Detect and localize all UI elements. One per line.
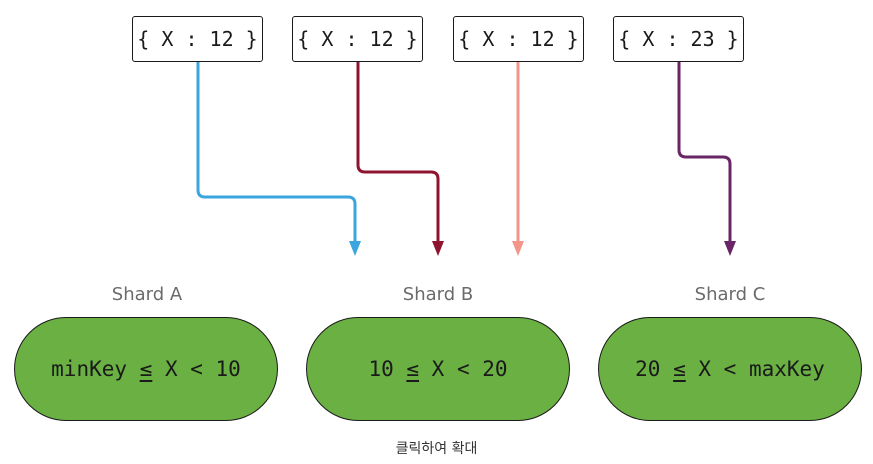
shard-b-range: 10 ≤ X < 20 <box>306 317 570 421</box>
document-text: { X : 23 } <box>618 27 739 51</box>
click-to-enlarge-caption[interactable]: 클릭하여 확대 <box>395 441 478 457</box>
arrowhead-doc2 <box>432 241 444 256</box>
document-box-4: { X : 23 } <box>613 16 744 62</box>
document-box-2: { X : 12 } <box>292 16 423 62</box>
less-equal-symbol: ≤ <box>139 357 153 381</box>
route-arrow-doc4 <box>677 62 732 243</box>
less-equal-symbol: ≤ <box>406 357 420 381</box>
shard-c-range: 20 ≤ X < maxKey <box>598 317 862 421</box>
range-left: 20 <box>635 357 674 381</box>
arrowhead-doc3 <box>512 241 524 256</box>
route-arrow-doc1 <box>196 62 357 243</box>
shard-a-label: Shard A <box>111 284 183 305</box>
arrowhead-doc4 <box>724 241 736 256</box>
document-text: { X : 12 } <box>297 27 418 51</box>
document-text: { X : 12 } <box>458 27 579 51</box>
document-box-1: { X : 12 } <box>132 16 263 62</box>
range-right: X < 20 <box>419 357 508 381</box>
range-right: X < 10 <box>152 357 241 381</box>
document-box-3: { X : 12 } <box>453 16 584 62</box>
range-left: minKey <box>51 357 140 381</box>
arrowhead-doc1 <box>349 241 361 256</box>
less-equal-symbol: ≤ <box>673 357 686 381</box>
range-left: 10 <box>368 357 407 381</box>
shard-a-range: minKey ≤ X < 10 <box>14 317 278 421</box>
document-text: { X : 12 } <box>137 27 258 51</box>
shard-c-label: Shard C <box>694 284 766 305</box>
shard-b-label: Shard B <box>402 284 474 305</box>
route-arrow-doc2 <box>356 62 440 243</box>
range-right: X < maxKey <box>685 357 825 381</box>
